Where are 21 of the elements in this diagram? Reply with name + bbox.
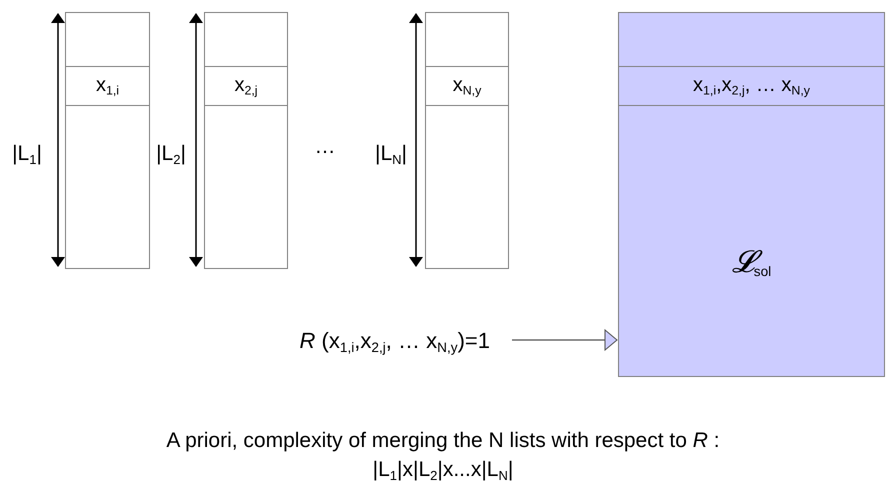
list-entry-row — [66, 66, 149, 106]
entry-text: x$_{2,j}$ — [234, 74, 258, 98]
arrow — [512, 330, 618, 350]
list-column — [425, 12, 509, 269]
list-size-label: |L$_{2}$| — [155, 141, 187, 170]
caption-text: |L$_{1}$|x|L$_{2}$|x...x|L$_{N}$| — [372, 457, 514, 486]
solution-list-label: 𝓛$_{sol}$ — [730, 243, 772, 282]
list-size-label: |L$_{N}$| — [374, 141, 408, 170]
caption-text: A priori, complexity of merging the N lists with respect to R : — [165, 428, 721, 454]
list-column — [65, 12, 150, 269]
list-size-label: |L$_{1}$| — [11, 141, 43, 170]
list-entry-row — [205, 66, 287, 106]
list-size-label: … — [314, 134, 336, 160]
list-entry-row — [426, 66, 508, 106]
list-column — [204, 12, 288, 269]
entry-text: x$_{1,i}$,x$_{2,j}$, … x$_{N,y}$ — [692, 74, 810, 98]
solution-list-box — [618, 12, 885, 377]
list-entry-row — [619, 66, 884, 106]
entry-text: x$_{N,y}$ — [452, 74, 482, 98]
relation-formula: R (x$_{1,i}$,x$_{2,j}$, … x$_{N,y}$)=1 — [190, 322, 490, 362]
entry-text: x$_{1,i}$ — [96, 74, 120, 98]
